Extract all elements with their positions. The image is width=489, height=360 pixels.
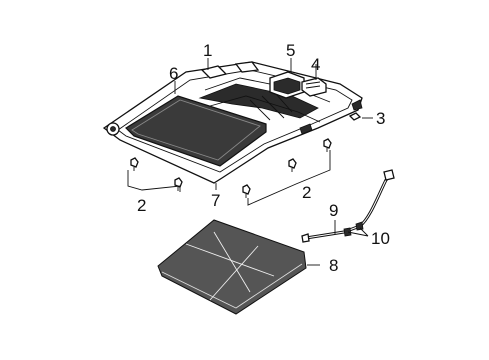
callout-9: 9 [329,201,338,220]
leader-lines [127,58,373,266]
hose-clamp [343,227,352,237]
sunshade [157,219,307,315]
callout-2-right: 2 [302,183,311,202]
motor-bracket [301,77,327,97]
sunroof-motor [269,71,305,99]
callout-2-left: 2 [137,196,146,215]
drain-hose [301,169,395,243]
hose-clamp [355,221,364,231]
fasteners-right [242,138,332,198]
sunroof-glass [125,95,267,167]
callout-6: 6 [169,64,178,83]
callout-4: 4 [311,55,320,74]
callout-10: 10 [371,229,390,248]
callout-5: 5 [286,41,295,60]
fasteners-left [130,157,183,191]
clip [348,112,362,121]
callout-7: 7 [211,191,220,210]
callout-8: 8 [329,256,338,275]
callout-1: 1 [203,41,212,60]
callout-3: 3 [376,109,385,128]
callouts: 1 5 4 3 6 7 2 2 8 9 10 [137,41,390,275]
